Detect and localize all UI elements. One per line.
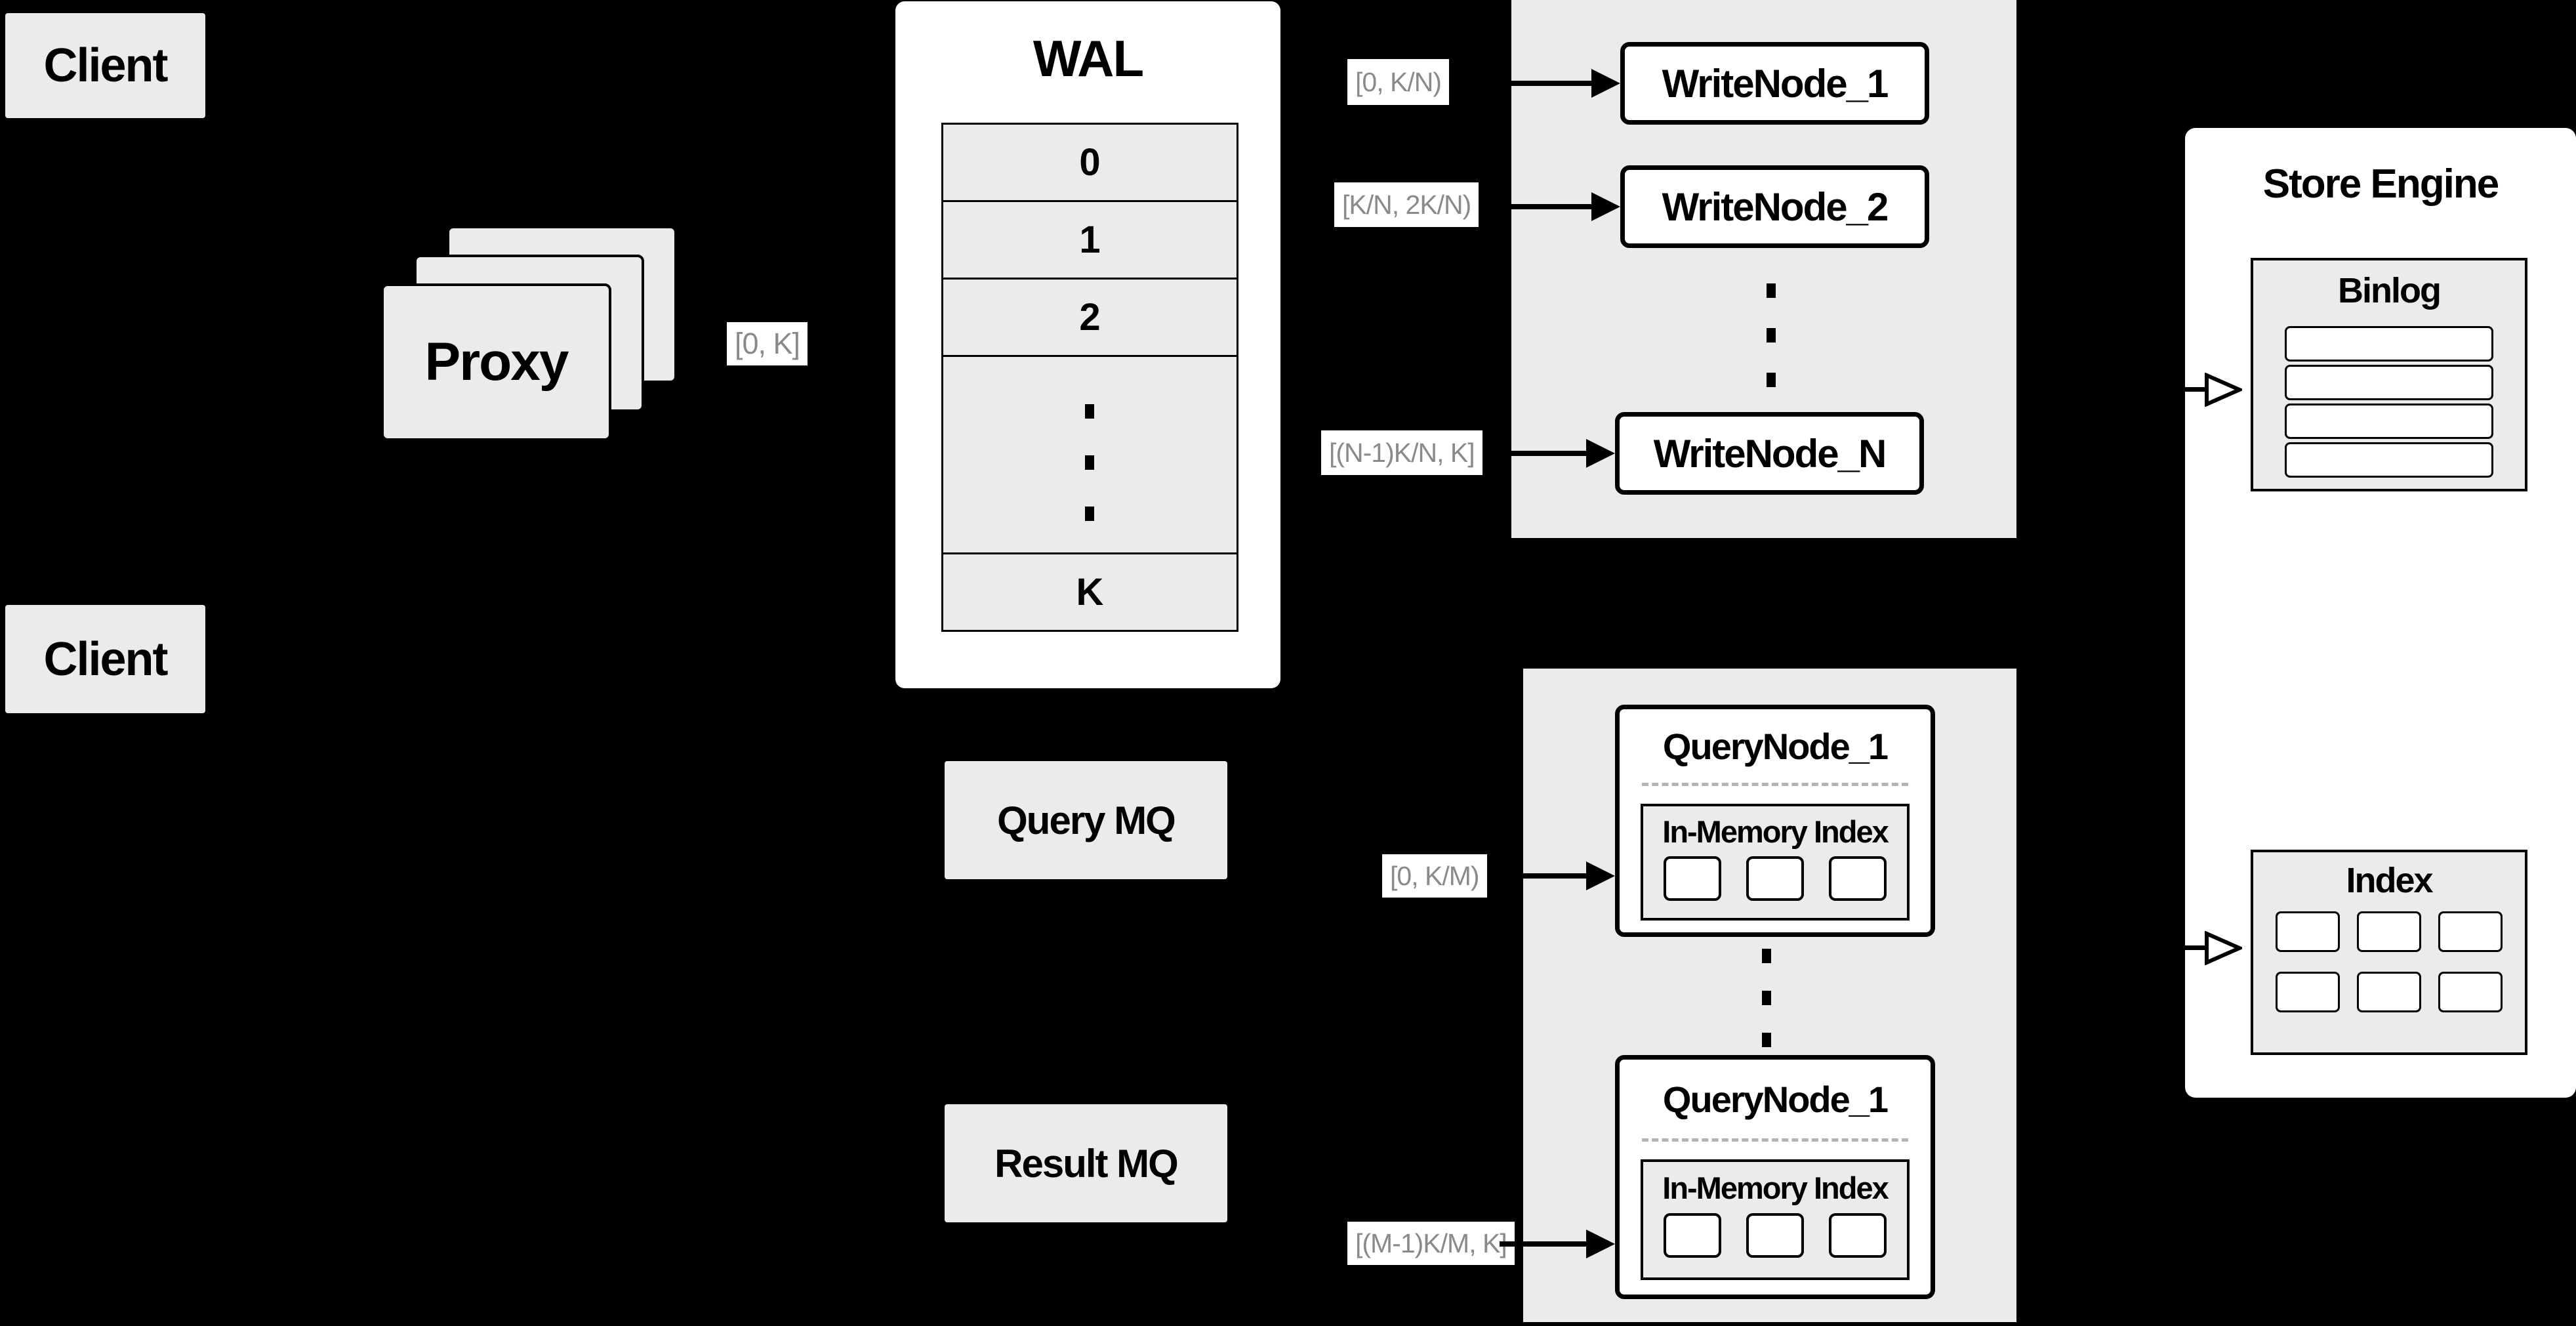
- ellipsis-dot: [1762, 1033, 1771, 1047]
- ellipsis-dot: [1767, 328, 1776, 342]
- query-node-1-box: QueryNode_1 In-Memory Index: [1615, 705, 1935, 937]
- ellipsis-dot: [1085, 404, 1094, 419]
- query-node-1-title: QueryNode_1: [1662, 725, 1889, 767]
- segment-cell: [1746, 856, 1804, 901]
- binlog-slot-list: [2285, 326, 2493, 478]
- query-node-m-box: QueryNode_1 In-Memory Index: [1615, 1055, 1935, 1299]
- index-hollow-arrowhead-icon: [2205, 931, 2242, 965]
- arrow-to-write-node-1: [1477, 81, 1595, 86]
- segment-cell: [1829, 856, 1887, 901]
- index-cell: [2357, 911, 2421, 952]
- index-cell-row: [2253, 911, 2525, 952]
- write-node-n-box: WriteNode_N: [1615, 412, 1924, 495]
- client-box-bottom: Client: [5, 605, 205, 713]
- query-mq-box: Query MQ: [945, 761, 1227, 879]
- arrowhead-write-node-1-icon: [1591, 69, 1620, 98]
- write-node-2-box: WriteNode_2: [1620, 165, 1929, 248]
- arrowhead-write-node-n-icon: [1586, 439, 1615, 468]
- ellipsis-dot: [1762, 949, 1771, 963]
- ellipsis-dot: [1767, 373, 1776, 387]
- dashed-divider: [1642, 1138, 1908, 1142]
- result-mq-box: Result MQ: [945, 1104, 1227, 1222]
- wal-row-1: 1: [943, 200, 1237, 278]
- segment-row: [1643, 856, 1907, 901]
- arrow-to-binlog: [2140, 387, 2212, 392]
- write-node-1-box: WriteNode_1: [1620, 42, 1929, 125]
- client-top-label: Client: [43, 39, 168, 92]
- ellipsis-dot: [1767, 283, 1776, 298]
- proxy-card-front: Proxy: [381, 283, 611, 441]
- index-cell: [2357, 972, 2421, 1012]
- wal-title: WAL: [1032, 29, 1144, 87]
- binlog-hollow-arrowhead-icon: [2205, 373, 2242, 407]
- ellipsis-dot: [1762, 991, 1771, 1005]
- query-node-m-title: QueryNode_1: [1662, 1078, 1889, 1120]
- ellipsis-dot: [1085, 455, 1094, 470]
- wal-row-ellipsis: [943, 355, 1237, 552]
- arrow-to-index: [2140, 945, 2212, 950]
- wal-row-0: 0: [943, 125, 1237, 200]
- arrowhead-query-node-m-icon: [1586, 1230, 1615, 1258]
- range-label-query-node-1: [0, K/M): [1382, 854, 1487, 898]
- index-cell: [2276, 911, 2340, 952]
- arrowhead-query-node-1-icon: [1586, 861, 1615, 890]
- segment-cell: [1746, 1213, 1804, 1258]
- in-memory-index-box-2: In-Memory Index: [1641, 1159, 1910, 1280]
- index-title: Index: [2346, 861, 2433, 900]
- binlog-slot: [2285, 442, 2493, 478]
- binlog-slot: [2285, 365, 2493, 400]
- ellipsis-dot: [1085, 507, 1094, 521]
- range-label-query-node-m: [(M-1)K/M, K]: [1347, 1222, 1515, 1265]
- range-label-write-node-2: [K/N, 2K/N): [1334, 182, 1479, 227]
- wal-row-k: K: [943, 552, 1237, 630]
- wal-panel: WAL 0 1 2 K: [895, 1, 1280, 688]
- segment-cell: [1664, 1213, 1721, 1258]
- client-bottom-label: Client: [43, 632, 168, 686]
- wal-row-2: 2: [943, 278, 1237, 355]
- in-memory-index-title: In-Memory Index: [1662, 1170, 1889, 1205]
- store-engine-panel: Store Engine Binlog Index: [2185, 128, 2576, 1098]
- arrow-to-query-node-1: [1500, 873, 1590, 879]
- segment-cell: [1829, 1213, 1887, 1258]
- index-cell: [2276, 972, 2340, 1012]
- binlog-slot: [2285, 326, 2493, 362]
- arrow-to-write-node-n: [1500, 451, 1590, 456]
- index-cell-row: [2253, 972, 2525, 1012]
- binlog-title: Binlog: [2338, 271, 2442, 310]
- index-box: Index: [2251, 850, 2527, 1055]
- segment-cell: [1664, 856, 1721, 901]
- segment-row: [1643, 1213, 1907, 1258]
- in-memory-index-box-1: In-Memory Index: [1641, 804, 1910, 921]
- index-cell: [2438, 911, 2503, 952]
- range-label-write-node-n: [(N-1)K/N, K]: [1321, 430, 1482, 475]
- arrow-to-write-node-2: [1500, 204, 1595, 209]
- client-box-top: Client: [5, 13, 205, 118]
- range-label-write-node-1: [0, K/N): [1347, 59, 1449, 105]
- wal-log-table: 0 1 2 K: [941, 123, 1238, 632]
- index-cell: [2438, 972, 2503, 1012]
- binlog-slot: [2285, 404, 2493, 439]
- dashed-divider: [1642, 783, 1908, 786]
- in-memory-index-title: In-Memory Index: [1662, 814, 1889, 849]
- proxy-label: Proxy: [424, 332, 569, 392]
- arrow-to-query-node-m: [1500, 1241, 1590, 1247]
- range-label-proxy-output: [0, K]: [727, 322, 808, 365]
- store-engine-title: Store Engine: [2262, 161, 2499, 207]
- binlog-box: Binlog: [2251, 258, 2527, 491]
- arrowhead-write-node-2-icon: [1591, 192, 1620, 221]
